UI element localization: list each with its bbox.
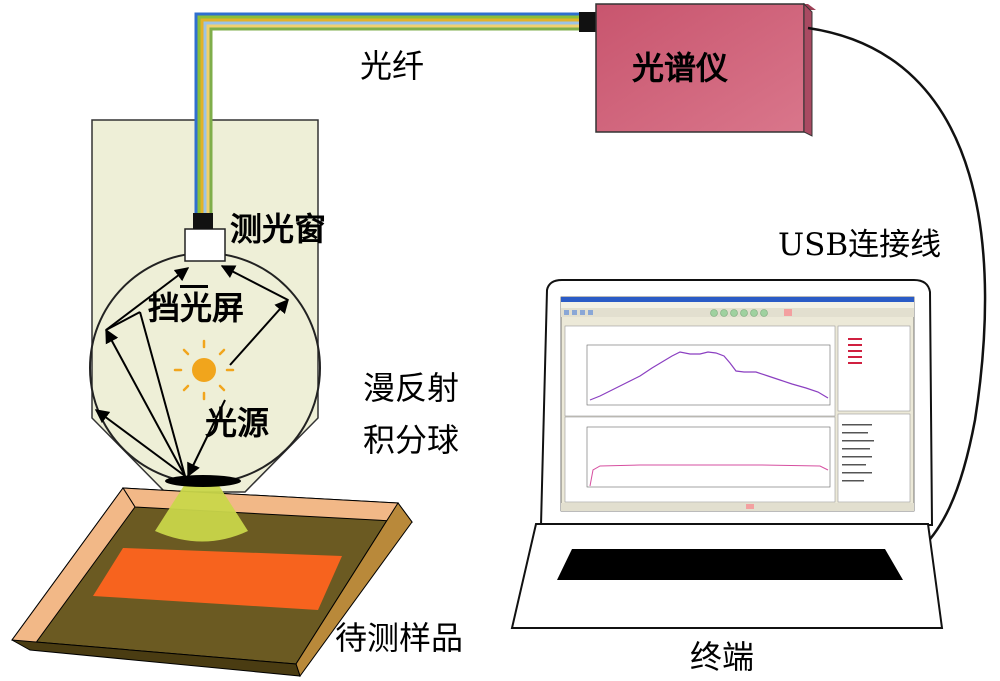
terminal-label: 终端 [690, 638, 755, 676]
sphere-housing [91, 119, 319, 493]
detector-window [184, 228, 226, 262]
reflection-arrows [94, 265, 289, 478]
fiber-label: 光纤 [360, 47, 425, 85]
spectrometer-label: 光谱仪 [632, 49, 729, 87]
light-beam-cone [155, 484, 248, 542]
screen-curve-bottom [589, 464, 829, 487]
sample-specimen [93, 548, 342, 610]
sphere-label-line2: 积分球 [363, 421, 460, 459]
usb-cable [807, 26, 987, 549]
shield-label: 挡光屏 [148, 289, 245, 327]
sample-label: 待测样品 [335, 619, 464, 657]
sample-plate [11, 487, 414, 678]
light-source-sun [173, 339, 235, 401]
usb-cable-label: USB连接线 [778, 227, 942, 263]
light-shield [180, 285, 208, 288]
laptop [510, 279, 944, 629]
fiber-connector-bottom [193, 213, 213, 229]
laptop-screen [560, 296, 915, 512]
sample-port [165, 475, 241, 487]
window-label: 测光窗 [230, 210, 327, 248]
fiber-optic-cable [194, 12, 579, 213]
laptop-keyboard [557, 549, 903, 580]
fiber-connector-top [579, 12, 597, 32]
sphere-label-line1: 漫反射 [363, 369, 460, 407]
screen-curve-top [589, 351, 829, 401]
source-label: 光源 [205, 404, 270, 442]
spectrometer-box [595, 2, 816, 137]
